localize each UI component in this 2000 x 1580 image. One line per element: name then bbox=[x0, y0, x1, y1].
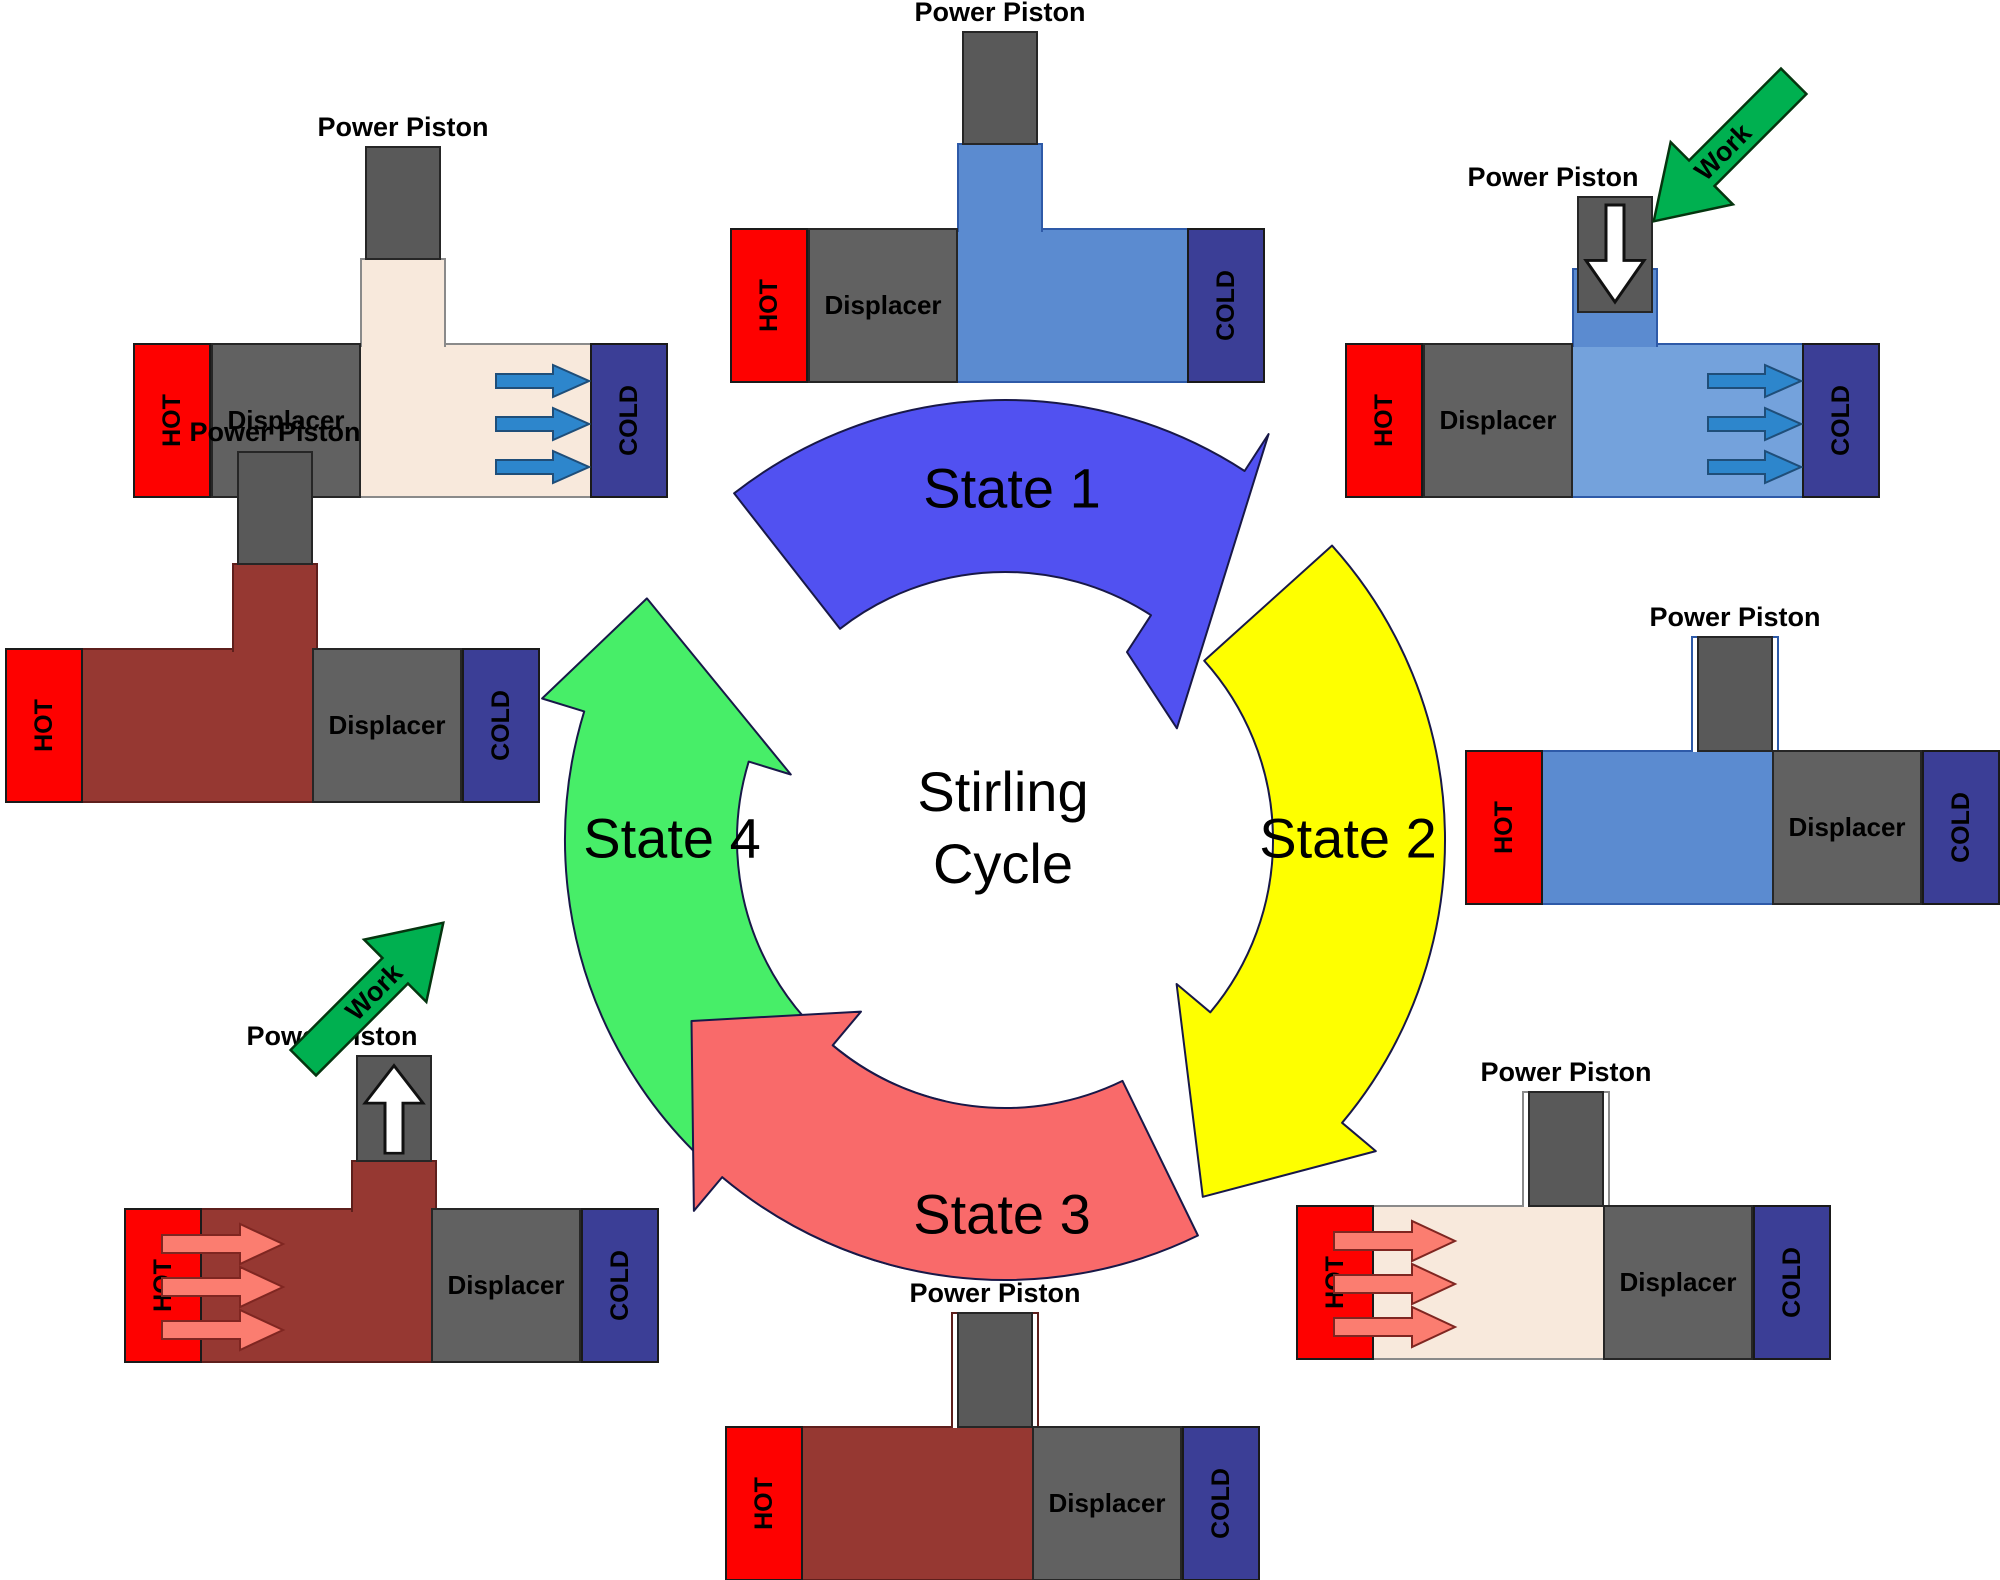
displacer-label: Displacer bbox=[227, 405, 345, 435]
power-piston-block bbox=[1697, 636, 1773, 752]
displacer-block: Displacer bbox=[1603, 1205, 1753, 1360]
hot-label: HOT bbox=[29, 699, 58, 752]
cold-label: COLD bbox=[605, 1250, 634, 1321]
cycle-arrow-state-3 bbox=[690, 1010, 1199, 1281]
hot-flow-arrow-icon bbox=[1332, 1218, 1458, 1264]
displacer-label: Displacer bbox=[824, 290, 942, 320]
displacer-label: Displacer bbox=[328, 710, 446, 740]
cold-block: COLD bbox=[581, 1208, 659, 1363]
cycle-title-line2: Cycle bbox=[932, 832, 1074, 895]
cold-block: COLD bbox=[1753, 1205, 1831, 1360]
power-piston-block bbox=[962, 31, 1038, 145]
hot-block: HOT bbox=[133, 343, 211, 498]
power-piston-label: Power Piston bbox=[189, 417, 361, 447]
state-4-label: State 4 bbox=[583, 806, 761, 870]
cycle-arrow-state-2 bbox=[1175, 544, 1447, 1198]
cycle-arrow-state-1 bbox=[733, 399, 1270, 730]
work-in-arrow-icon bbox=[1614, 43, 1832, 261]
cold-label: COLD bbox=[1211, 270, 1240, 341]
power-piston-block bbox=[237, 451, 313, 565]
power-piston-block bbox=[957, 1312, 1033, 1428]
cold-label: COLD bbox=[1826, 385, 1855, 456]
hot-label: HOT bbox=[1489, 801, 1518, 854]
power-piston-label: Power Piston bbox=[914, 0, 1086, 27]
piston-motion-up-arrow-icon bbox=[361, 1062, 427, 1155]
displacer-block: Displacer bbox=[1423, 343, 1573, 498]
hot-flow-arrow-icon bbox=[1332, 1304, 1458, 1350]
hot-block: HOT bbox=[1345, 343, 1423, 498]
hot-flow-arrow-icon bbox=[160, 1307, 286, 1353]
cold-label: COLD bbox=[1946, 792, 1975, 863]
cold-flow-arrow-icon bbox=[1707, 449, 1804, 485]
power-piston-label: Power Piston bbox=[1649, 602, 1821, 632]
power-piston-block bbox=[1528, 1091, 1604, 1207]
cold-block: COLD bbox=[1187, 228, 1265, 383]
gas-neck bbox=[360, 258, 446, 347]
cold-flow-arrow-icon bbox=[495, 449, 592, 485]
hot-flow-arrow-icon bbox=[160, 1264, 286, 1310]
piston-motion-down-arrow-icon bbox=[1582, 203, 1648, 306]
hot-block: HOT bbox=[5, 648, 83, 803]
cold-flow-arrow-icon bbox=[495, 406, 592, 442]
work-out-arrow-icon bbox=[265, 883, 483, 1101]
displacer-label: Displacer bbox=[1788, 812, 1906, 842]
power-piston-label: Power Piston bbox=[317, 112, 489, 142]
cold-flow-arrow-icon bbox=[1707, 406, 1804, 442]
cold-block: COLD bbox=[462, 648, 540, 803]
cycle-title-line1: Stirling bbox=[917, 760, 1089, 823]
cold-block: COLD bbox=[1182, 1426, 1260, 1580]
hot-flow-arrow-icon bbox=[1332, 1261, 1458, 1307]
gas-neck bbox=[232, 563, 318, 652]
displacer-label: Displacer bbox=[1048, 1488, 1166, 1518]
hot-label: HOT bbox=[157, 394, 186, 447]
displacer-block: Displacer bbox=[1032, 1426, 1182, 1580]
hot-block: HOT bbox=[725, 1426, 803, 1580]
hot-label: HOT bbox=[754, 279, 783, 332]
hot-block: HOT bbox=[1465, 750, 1543, 905]
displacer-label: Displacer bbox=[447, 1270, 565, 1300]
cold-block: COLD bbox=[590, 343, 668, 498]
displacer-block: Displacer bbox=[808, 228, 958, 383]
power-piston-block bbox=[365, 146, 441, 260]
power-piston-label: Power Piston bbox=[1480, 1057, 1652, 1087]
power-piston-label: Power Piston bbox=[909, 1278, 1081, 1308]
power-piston-label: Power Piston bbox=[1467, 162, 1639, 192]
state-1-label: State 1 bbox=[923, 456, 1101, 520]
cold-label: COLD bbox=[614, 385, 643, 456]
cold-label: COLD bbox=[1206, 1468, 1235, 1539]
displacer-block: Displacer bbox=[431, 1208, 581, 1363]
cold-label: COLD bbox=[1777, 1247, 1806, 1318]
gas-neck bbox=[957, 143, 1043, 232]
cold-label: COLD bbox=[486, 690, 515, 761]
state-3-label: State 3 bbox=[913, 1182, 1091, 1246]
state-2-label: State 2 bbox=[1259, 806, 1437, 870]
displacer-label: Displacer bbox=[1619, 1267, 1737, 1297]
cold-flow-arrow-icon bbox=[495, 363, 592, 399]
hot-block: HOT bbox=[730, 228, 808, 383]
cycle-title: Stirling Cycle bbox=[917, 756, 1088, 900]
hot-label: HOT bbox=[749, 1477, 778, 1530]
hot-flow-arrow-icon bbox=[160, 1221, 286, 1267]
cold-flow-arrow-icon bbox=[1707, 363, 1804, 399]
displacer-label: Displacer bbox=[1439, 405, 1557, 435]
hot-label: HOT bbox=[1369, 394, 1398, 447]
cold-block: COLD bbox=[1922, 750, 2000, 905]
cold-block: COLD bbox=[1802, 343, 1880, 498]
gas-neck bbox=[351, 1160, 437, 1212]
displacer-block: Displacer bbox=[1772, 750, 1922, 905]
displacer-block: Displacer bbox=[312, 648, 462, 803]
